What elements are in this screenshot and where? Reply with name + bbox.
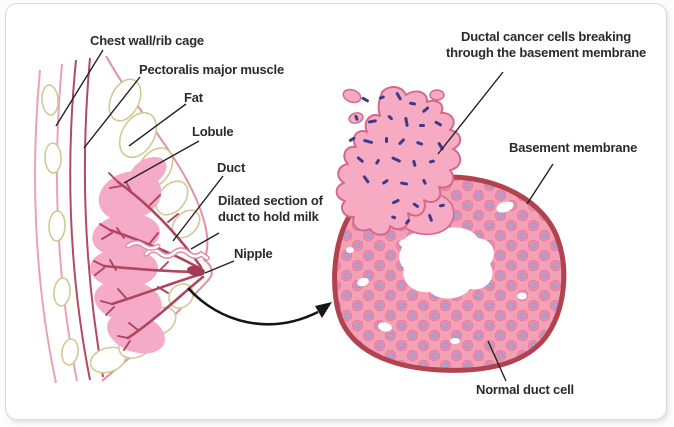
leader-ductal-cancer [437, 71, 504, 155]
leader-normal-duct-cell [487, 340, 507, 382]
duct-cross-section-illustration [332, 86, 567, 373]
duct-lumen [399, 227, 494, 299]
label-pectoralis: Pectoralis major muscle [139, 62, 284, 77]
cancer-cell-cluster [335, 86, 462, 236]
label-basement-membrane: Basement membrane [509, 140, 638, 155]
breast-cross-section-illustration [34, 55, 213, 384]
leader-lobule [123, 140, 200, 184]
arrowhead-icon [315, 302, 332, 318]
label-lobule: Lobule [192, 124, 234, 139]
arrow-curve [187, 287, 319, 326]
leader-chest-wall [55, 49, 104, 127]
leader-fat [128, 103, 187, 147]
leader-duct [172, 175, 224, 242]
leader-lines [55, 49, 554, 382]
leader-nipple [204, 260, 235, 274]
rib-cage [41, 84, 79, 366]
magnification-arrow [187, 287, 332, 326]
label-duct: Duct [217, 160, 246, 175]
label-dilated-duct: Dilated section of duct to hold milk [218, 193, 323, 225]
label-chest-wall: Chest wall/rib cage [90, 33, 204, 48]
nipple-duct-opening [187, 265, 205, 277]
label-ductal-cancer: Ductal cancer cells breaking through the… [445, 29, 647, 61]
label-nipple: Nipple [234, 246, 273, 261]
pectoralis-muscle-lines [69, 57, 104, 381]
label-fat: Fat [184, 90, 203, 105]
cancer-cell-nuclei [348, 92, 445, 225]
skin-outline [34, 69, 57, 384]
dilated-duct [125, 240, 210, 261]
leader-basement-membrane [526, 163, 554, 205]
label-normal-duct-cell: Normal duct cell [476, 382, 574, 397]
leader-dilated-duct [190, 232, 220, 250]
leader-pectoralis [83, 76, 141, 149]
